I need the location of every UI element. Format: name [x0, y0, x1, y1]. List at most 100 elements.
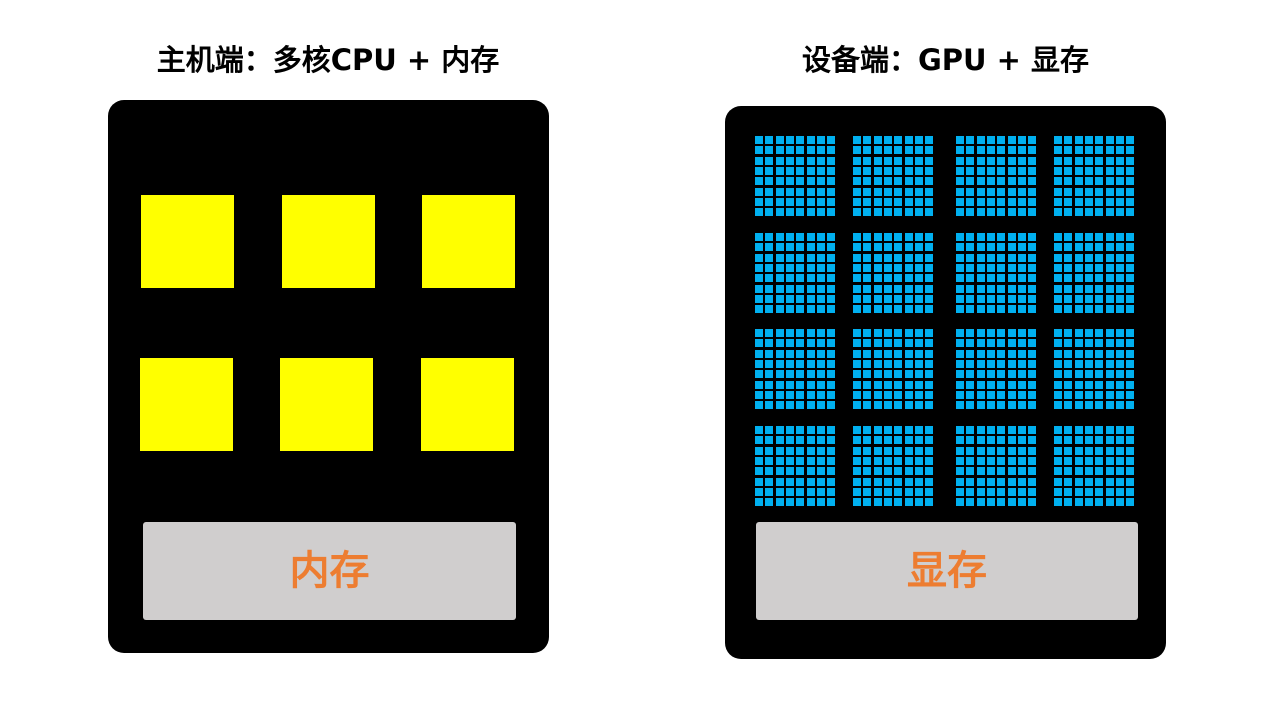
gpu-core — [785, 487, 794, 496]
gpu-core — [1084, 436, 1093, 445]
device-memory-label: 显存 — [907, 548, 987, 594]
gpu-core — [1084, 390, 1093, 399]
gpu-core — [765, 359, 774, 368]
gpu-core — [827, 380, 836, 389]
gpu-core — [904, 487, 913, 496]
gpu-core — [873, 156, 882, 165]
gpu-core — [755, 233, 763, 241]
gpu-core — [827, 177, 836, 186]
gpu-core — [986, 329, 995, 337]
gpu-core — [806, 390, 815, 399]
gpu-core — [785, 456, 794, 465]
gpu-core — [827, 197, 836, 206]
gpu-core — [1115, 498, 1124, 507]
gpu-core — [1028, 284, 1037, 293]
gpu-core — [1105, 305, 1114, 314]
gpu-core — [976, 208, 985, 217]
gpu-core — [986, 187, 995, 196]
gpu-core — [976, 274, 985, 283]
gpu-core — [976, 329, 985, 337]
gpu-core — [1095, 197, 1104, 206]
gpu-core — [883, 401, 892, 410]
gpu-core — [925, 166, 934, 175]
gpu-core — [785, 467, 794, 476]
gpu-core — [1126, 197, 1135, 206]
gpu-core — [796, 197, 805, 206]
gpu-core — [1054, 401, 1062, 410]
gpu-core — [986, 305, 995, 314]
gpu-core — [925, 467, 934, 476]
cpu-core — [421, 358, 514, 451]
gpu-core — [894, 477, 903, 486]
gpu-core — [1105, 233, 1114, 241]
gpu-core — [863, 446, 872, 455]
gpu-core — [827, 208, 836, 217]
gpu-core — [827, 243, 836, 252]
gpu-core — [765, 177, 774, 186]
gpu-core — [873, 446, 882, 455]
gpu-core — [827, 274, 836, 283]
gpu-core — [765, 136, 774, 144]
gpu-core — [873, 284, 882, 293]
gpu-core — [997, 390, 1006, 399]
gpu-core — [785, 243, 794, 252]
gpu-core — [976, 136, 985, 144]
gpu-core — [755, 487, 763, 496]
gpu-core — [775, 359, 784, 368]
gpu-core — [775, 329, 784, 337]
gpu-core — [873, 136, 882, 144]
gpu-core — [986, 156, 995, 165]
gpu-core — [853, 401, 861, 410]
gpu-core — [816, 197, 825, 206]
gpu-core — [785, 498, 794, 507]
gpu-core — [785, 370, 794, 379]
gpu-core — [816, 284, 825, 293]
gpu-core — [1054, 263, 1062, 272]
gpu-core — [1007, 233, 1016, 241]
gpu-core — [775, 243, 784, 252]
gpu-core — [765, 487, 774, 496]
gpu-core — [1007, 329, 1016, 337]
gpu-core — [1007, 436, 1016, 445]
gpu-core — [1074, 349, 1083, 358]
gpu-core — [806, 284, 815, 293]
gpu-core — [853, 477, 861, 486]
gpu-core — [765, 370, 774, 379]
gpu-core — [1007, 187, 1016, 196]
gpu-core — [1105, 146, 1114, 155]
gpu-core — [816, 329, 825, 337]
gpu-core — [925, 233, 934, 241]
gpu-core — [853, 187, 861, 196]
gpu-core — [976, 446, 985, 455]
gpu-core — [1064, 187, 1073, 196]
gpu-core — [904, 498, 913, 507]
gpu-core — [1105, 401, 1114, 410]
gpu-core — [816, 166, 825, 175]
gpu-core — [785, 136, 794, 144]
gpu-core — [755, 146, 763, 155]
gpu-core — [894, 401, 903, 410]
gpu-core — [863, 329, 872, 337]
gpu-core — [853, 274, 861, 283]
gpu-core — [904, 467, 913, 476]
gpu-core — [976, 339, 985, 348]
gpu-core — [775, 390, 784, 399]
gpu-core — [1028, 253, 1037, 262]
gpu-core — [796, 359, 805, 368]
gpu-core — [997, 436, 1006, 445]
gpu-core — [1064, 477, 1073, 486]
gpu-core — [1084, 349, 1093, 358]
gpu-core — [1054, 477, 1062, 486]
gpu-core — [1126, 349, 1135, 358]
gpu-core — [816, 136, 825, 144]
gpu-core — [997, 156, 1006, 165]
gpu-core — [966, 456, 975, 465]
gpu-core — [816, 253, 825, 262]
gpu-core — [1007, 177, 1016, 186]
gpu-core — [997, 166, 1006, 175]
gpu-core — [785, 349, 794, 358]
gpu-core — [966, 146, 975, 155]
gpu-core — [883, 339, 892, 348]
gpu-core — [883, 156, 892, 165]
gpu-core — [1126, 390, 1135, 399]
